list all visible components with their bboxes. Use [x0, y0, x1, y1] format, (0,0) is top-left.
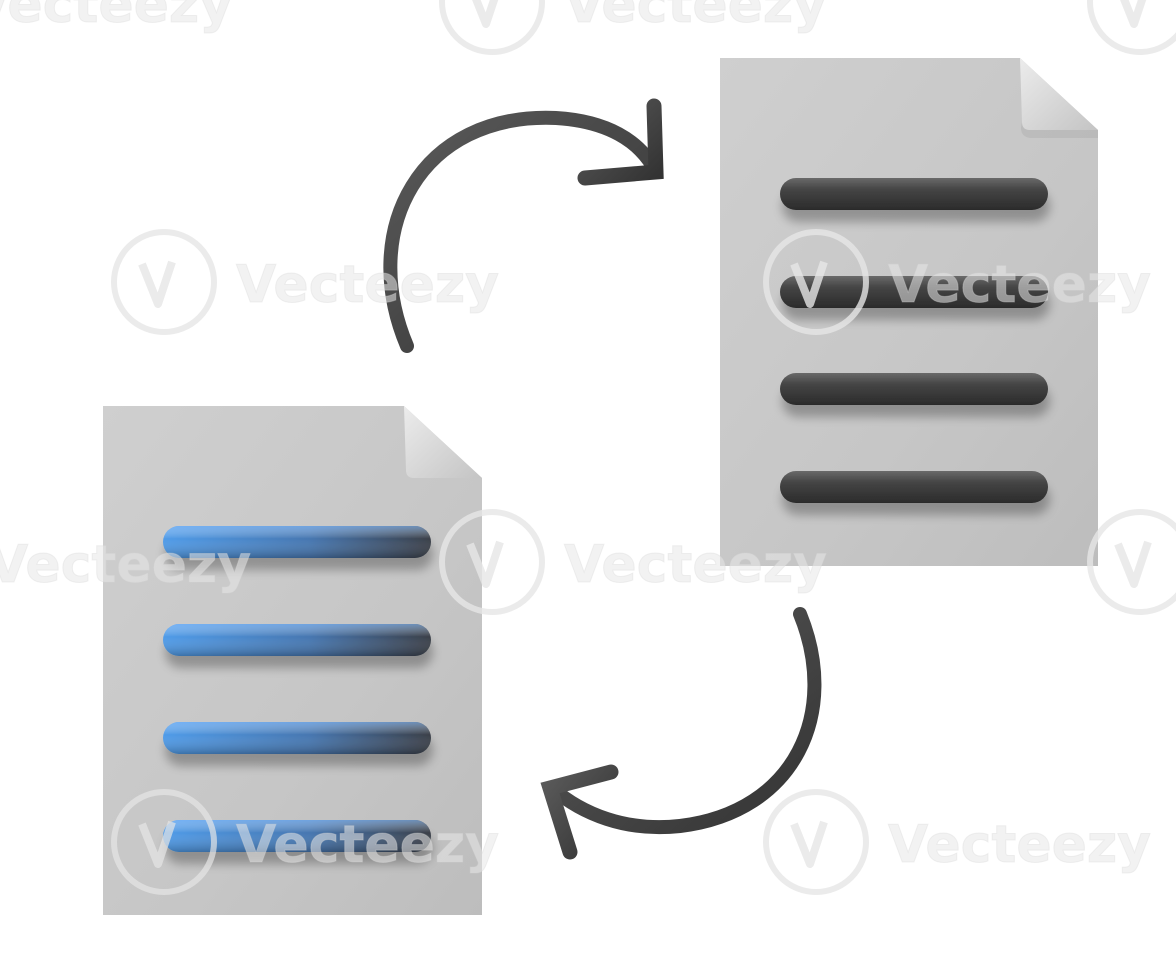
watermark-text: Vecteezy: [0, 0, 233, 35]
watermark-logo-icon: [111, 229, 217, 335]
watermark-text: Vecteezy: [888, 255, 1151, 315]
watermark-text: Vecteezy: [236, 255, 499, 315]
arrow-top-icon: [383, 98, 664, 353]
target-line-3: [780, 373, 1048, 405]
source-document-lines: [163, 526, 431, 852]
source-document-fold: [404, 406, 482, 478]
source-line-4: [163, 820, 431, 852]
source-line-1: [163, 526, 431, 558]
watermark-text: Vecteezy: [0, 535, 251, 595]
target-line-4: [780, 471, 1048, 503]
watermark-logo-icon: [111, 789, 217, 895]
watermark-logo-icon: [439, 509, 545, 615]
target-document-fold: [1020, 58, 1098, 130]
watermark-text: Vecteezy: [888, 815, 1151, 875]
watermark-logo-icon: [439, 0, 545, 55]
source-line-3: [163, 722, 431, 754]
watermark: Vecteezy Vecteezy Vecteezy Vecteezy Vect…: [0, 0, 1176, 895]
target-document-lines: [780, 178, 1048, 503]
target-document-icon: [720, 58, 1098, 566]
target-line-1: [780, 178, 1048, 210]
watermark-logo-icon: [763, 789, 869, 895]
watermark-logo-icon: [763, 229, 869, 335]
watermark-logo-icon: [1087, 509, 1176, 615]
target-line-2: [780, 276, 1048, 308]
source-line-2: [163, 624, 431, 656]
watermark-logo-icon: [1087, 0, 1176, 55]
sync-arrows-icon: [383, 98, 822, 860]
watermark-text: Vecteezy: [564, 0, 827, 35]
source-document-icon: [103, 406, 482, 915]
watermark-text: Vecteezy: [564, 535, 827, 595]
watermark-text: Vecteezy: [236, 815, 499, 875]
arrow-bottom-icon: [540, 607, 822, 860]
